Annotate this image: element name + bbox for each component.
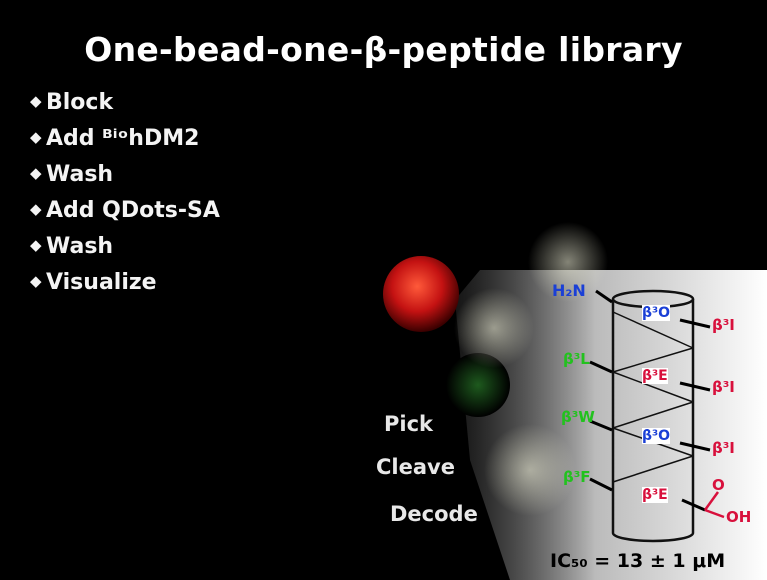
red-bead [383, 256, 459, 332]
bullet-icon: ◆ [30, 236, 42, 254]
step-pick: Pick [384, 412, 434, 436]
bullet-item: ◆Add ᴮⁱᵒhDM2 [30, 120, 220, 156]
ic50-value: IC₅₀ = 13 ± 1 μM [550, 550, 726, 572]
residue-inner: β³O [642, 305, 671, 321]
bullet-item: ◆Wash [30, 228, 220, 264]
bullet-icon: ◆ [30, 92, 42, 110]
bullet-icon: ◆ [30, 200, 42, 218]
residue-right: β³I [712, 316, 735, 334]
residue-right: β³I [712, 378, 735, 396]
bullet-icon: ◆ [30, 128, 42, 146]
c-terminus-oxygen: O [712, 476, 725, 494]
residue-left: β³L [563, 350, 590, 368]
bullet-item: ◆Wash [30, 156, 220, 192]
bullet-item: ◆Block [30, 84, 220, 120]
bullet-item: ◆Visualize [30, 264, 220, 300]
residue-right: β³I [712, 439, 735, 457]
slide-title: One-bead-one-β-peptide library [84, 30, 683, 69]
bullet-icon: ◆ [30, 272, 42, 290]
residue-left: β³F [563, 468, 591, 486]
ghost-bead [454, 288, 534, 368]
residue-inner: β³E [642, 368, 668, 384]
side-chain-bonds [589, 289, 711, 512]
ghost-bead [484, 424, 576, 516]
bullet-icon: ◆ [30, 164, 42, 182]
bullet-list: ◆Block ◆Add ᴮⁱᵒhDM2 ◆Wash ◆Add QDots-SA … [30, 84, 220, 300]
step-cleave: Cleave [376, 455, 455, 479]
n-terminus-label: H₂N [552, 281, 586, 300]
c-terminus-hydroxyl: OH [726, 508, 752, 526]
bullet-item: ◆Add QDots-SA [30, 192, 220, 228]
residue-inner: β³E [642, 487, 668, 503]
green-bead [446, 353, 510, 417]
step-decode: Decode [390, 502, 478, 526]
residue-inner: β³O [642, 428, 671, 444]
residue-left: β³W [561, 408, 595, 426]
ghost-bead [528, 222, 608, 302]
